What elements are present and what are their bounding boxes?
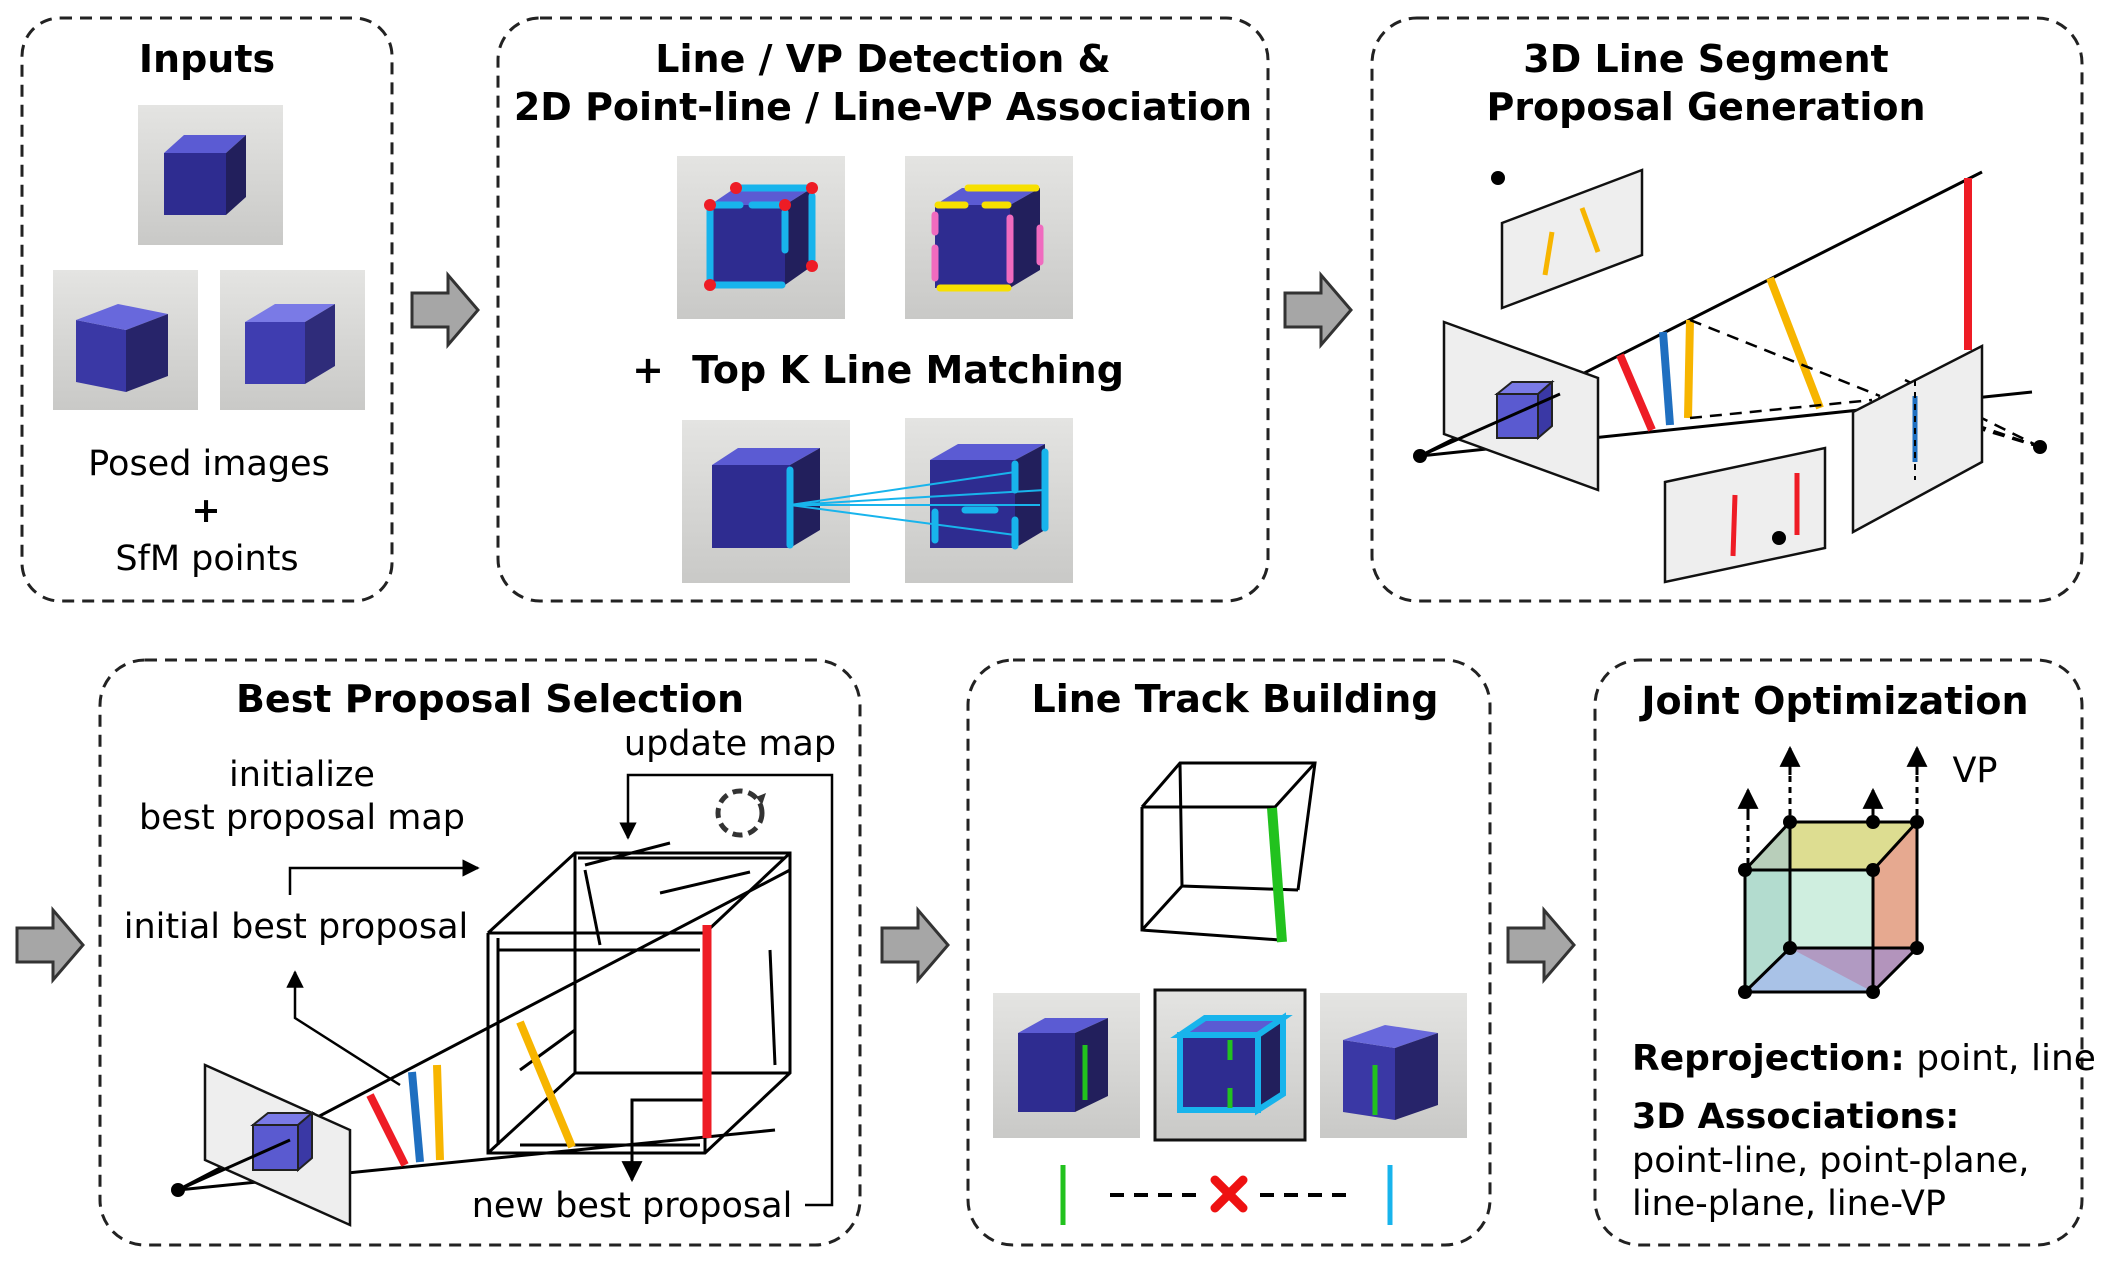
proposal-title-line2: Proposal Generation — [1486, 85, 1925, 129]
joint-optimization-panel: Joint Optimization — [1593, 658, 2096, 1247]
proposal-camera-plane — [1442, 320, 1600, 492]
flow-arrow-1 — [410, 270, 480, 350]
mismatch-cross-icon — [1210, 1175, 1248, 1213]
input-image-1 — [138, 105, 283, 245]
wireframe-cube — [486, 841, 792, 1155]
track-building-panel: Line Track Building — [966, 658, 1492, 1247]
flow-arrow-2 — [1283, 270, 1353, 350]
matching-image-right — [905, 418, 1073, 583]
matching-lines — [789, 471, 1046, 536]
initialize-label-line1: initialize — [229, 755, 375, 795]
camera-center — [1413, 449, 1427, 463]
matching-image-left — [682, 420, 850, 583]
proposal-right-image-plane — [1851, 343, 1984, 535]
update-map-label: update map — [624, 724, 836, 764]
reprojection-bold: Reprojection: — [1632, 1038, 1905, 1079]
optimization-cube — [1737, 745, 1928, 999]
track-image-right — [1320, 993, 1467, 1138]
inputs-caption-posed: Posed images — [88, 444, 330, 484]
detection-panel: Line / VP Detection & 2D Point-line / Li… — [496, 16, 1270, 603]
associations-line2: line-plane, line-VP — [1632, 1184, 1946, 1224]
inputs-caption-sfm: SfM points — [115, 539, 298, 579]
inputs-title: Inputs — [139, 37, 275, 81]
best-proposal-title: Best Proposal Selection — [236, 677, 744, 721]
flow-arrow-4 — [880, 905, 950, 985]
proposal-generation-panel: 3D Line Segment Proposal Generation — [1370, 16, 2084, 603]
inputs-caption-plus: + — [191, 491, 220, 531]
track-image-center — [1153, 988, 1307, 1142]
new-best-label: new best proposal — [472, 1186, 793, 1226]
associations-line1: point-line, point-plane, — [1632, 1141, 2029, 1181]
joint-optimization-title: Joint Optimization — [1638, 679, 2028, 723]
reprojection-items: point, line — [1905, 1038, 2096, 1079]
proposal-top-image-plane — [1491, 168, 1644, 310]
initial-best-label: initial best proposal — [124, 907, 469, 947]
track-image-left — [993, 993, 1140, 1138]
track-wireframe-cube — [1140, 761, 1317, 942]
initialize-label-line2: best proposal map — [139, 798, 465, 838]
detection-image-vp-association — [905, 156, 1073, 319]
detection-title-line1: Line / VP Detection & — [655, 37, 1110, 81]
inputs-panel: Inputs Posed images + SfM points — [20, 16, 394, 603]
input-image-3 — [220, 270, 365, 410]
detection-image-lines-points — [677, 156, 845, 319]
refresh-icon — [715, 788, 765, 838]
vp-label: VP — [1952, 751, 1997, 791]
input-image-2 — [53, 270, 198, 410]
associations-heading: 3D Associations: — [1632, 1097, 1959, 1137]
proposal-title-line1: 3D Line Segment — [1523, 37, 1888, 81]
track-building-title: Line Track Building — [1032, 677, 1439, 721]
flow-arrow-3 — [15, 905, 85, 985]
flow-arrow-5 — [1506, 905, 1576, 985]
detection-subtitle: Top K Line Matching — [692, 348, 1124, 392]
best-proposal-panel: Best Proposal Selection update map initi… — [98, 658, 862, 1247]
reprojection-text: Reprojection: point, line — [1632, 1038, 2096, 1079]
detection-subtitle-plus: + — [632, 348, 664, 392]
proposal-bottom-image-plane — [1663, 446, 1827, 584]
detection-title-line2: 2D Point-line / Line-VP Association — [514, 85, 1252, 129]
